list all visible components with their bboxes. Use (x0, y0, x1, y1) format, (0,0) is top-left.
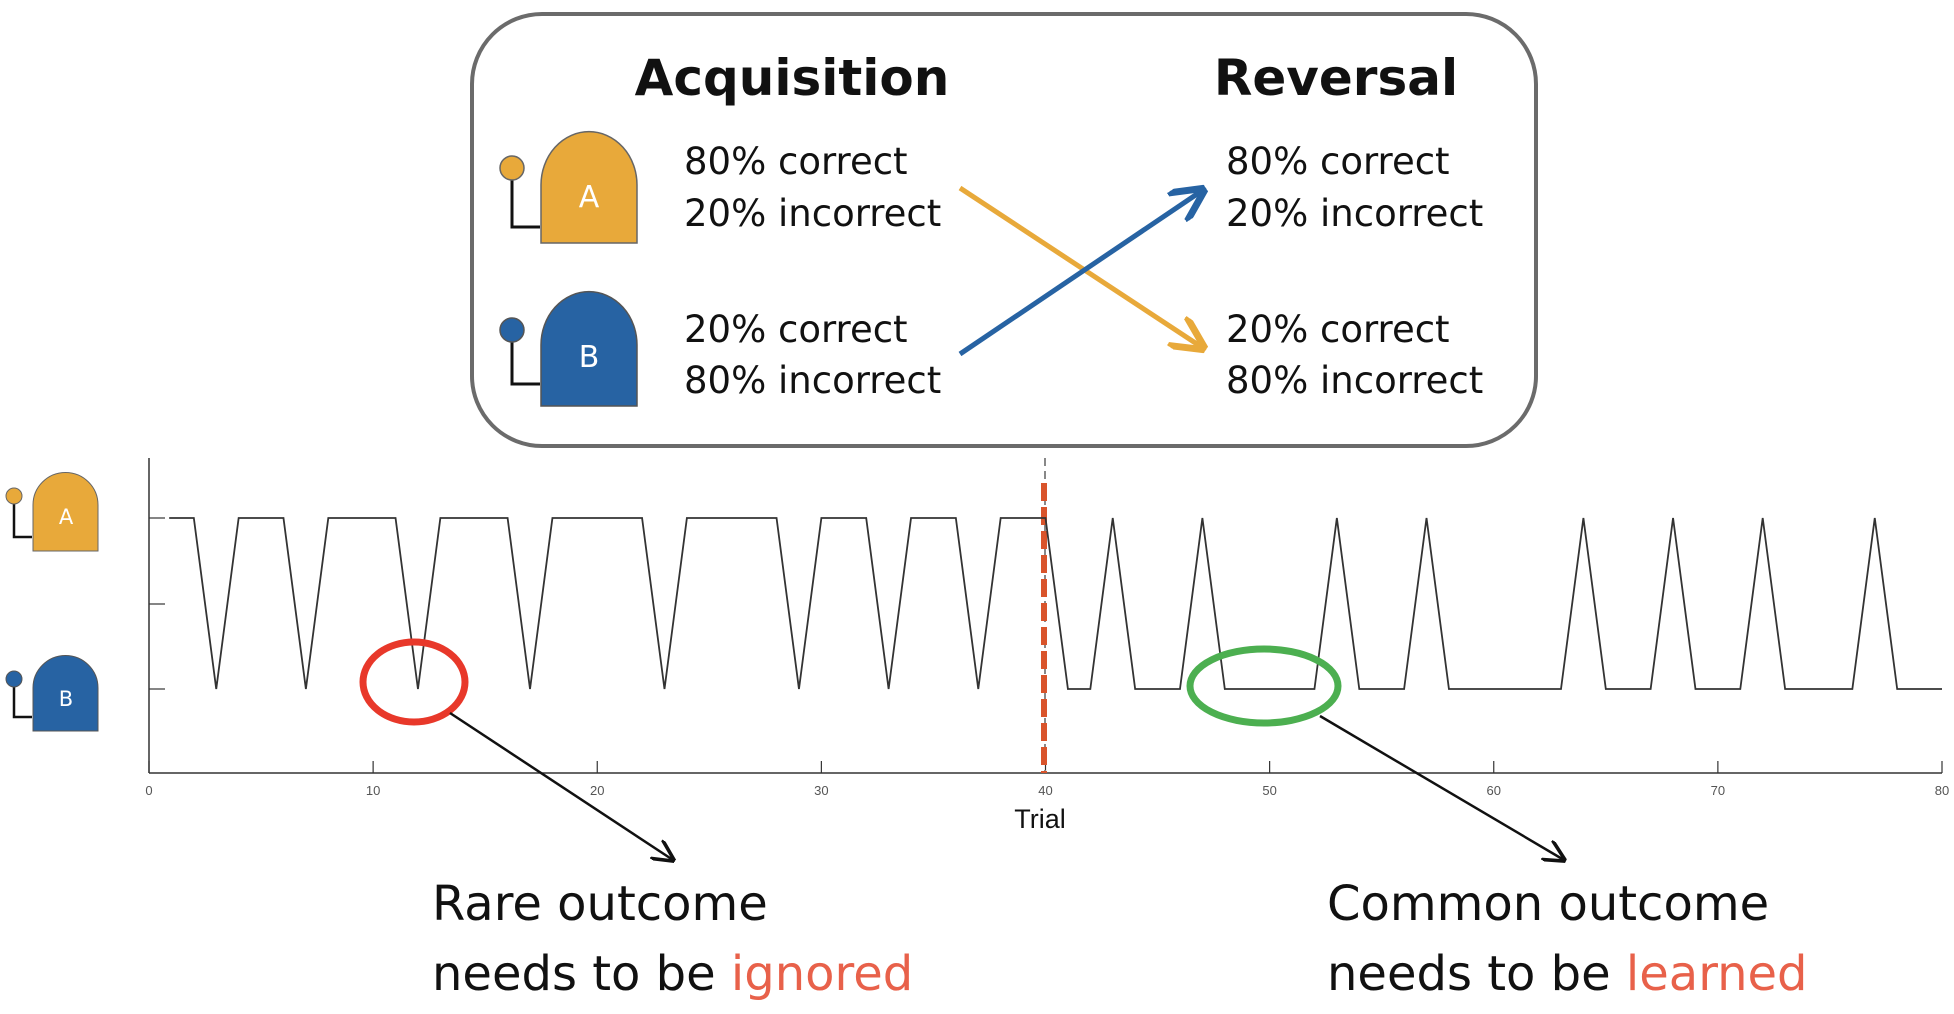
acq-b-line2: 80% incorrect (684, 359, 941, 402)
rev-b-line1: 20% correct (1226, 308, 1450, 351)
x-tick-label: 50 (1262, 783, 1276, 798)
lever-a-letter: A (579, 180, 600, 215)
y-lever-a-icon: A (5, 472, 99, 552)
rare-outcome-highlight: ignored (731, 946, 913, 1002)
lever-a-icon: A (499, 130, 638, 244)
acquisition-title: Acquisition (635, 49, 950, 107)
common-outcome-arrow (1319, 714, 1564, 860)
y-lever-b-letter: B (59, 687, 73, 711)
choice-plot: A B 0 10 20 30 40 50 60 70 80 Trial (5, 458, 1949, 834)
acq-a-line2: 20% incorrect (684, 192, 941, 235)
x-tick-label: 80 (1935, 783, 1949, 798)
x-tick-label: 20 (590, 783, 604, 798)
common-outcome-annotation: Common outcome needs to be learned (1186, 645, 1808, 1002)
rare-outcome-circle (359, 638, 469, 726)
x-tick-label: 70 (1711, 783, 1725, 798)
x-axis-label: Trial (1014, 804, 1066, 834)
arrow-b-to-rev-high (958, 190, 1203, 357)
x-tick-label: 10 (366, 783, 380, 798)
y-lever-b-icon: B (5, 655, 99, 732)
y-lever-a-letter: A (59, 505, 74, 529)
contingency-legend: Acquisition Reversal A B 80% correct 20%… (470, 12, 1538, 448)
rare-outcome-line1: Rare outcome (432, 876, 768, 932)
rev-b-line2: 80% incorrect (1226, 359, 1483, 402)
common-outcome-line1: Common outcome (1327, 876, 1769, 932)
rare-outcome-line2: needs to be ignored (432, 946, 913, 1002)
x-tick-label: 30 (814, 783, 828, 798)
rev-a-line1: 80% correct (1226, 140, 1450, 183)
acq-a-line1: 80% correct (684, 140, 908, 183)
common-outcome-line2: needs to be learned (1327, 946, 1808, 1002)
legend-frame (470, 12, 1538, 448)
acq-b-line1: 20% correct (684, 308, 908, 351)
x-ticks: 0 10 20 30 40 50 60 70 80 (145, 761, 1949, 798)
lever-b-icon: B (499, 290, 638, 407)
x-tick-label: 0 (145, 783, 152, 798)
rare-outcome-prefix: needs to be (432, 946, 731, 1002)
x-tick-label: 40 (1038, 783, 1052, 798)
reversal-title: Reversal (1214, 49, 1458, 107)
common-outcome-circle (1186, 645, 1342, 727)
common-outcome-highlight: learned (1626, 946, 1808, 1002)
rare-outcome-arrow (449, 711, 673, 860)
common-outcome-prefix: needs to be (1327, 946, 1626, 1002)
choice-trace (169, 517, 1942, 690)
lever-b-letter: B (579, 340, 600, 375)
arrow-a-to-rev-low (958, 185, 1203, 348)
rev-a-line2: 20% incorrect (1226, 192, 1483, 235)
x-tick-label: 60 (1487, 783, 1501, 798)
rare-outcome-annotation: Rare outcome needs to be ignored (359, 638, 913, 1002)
